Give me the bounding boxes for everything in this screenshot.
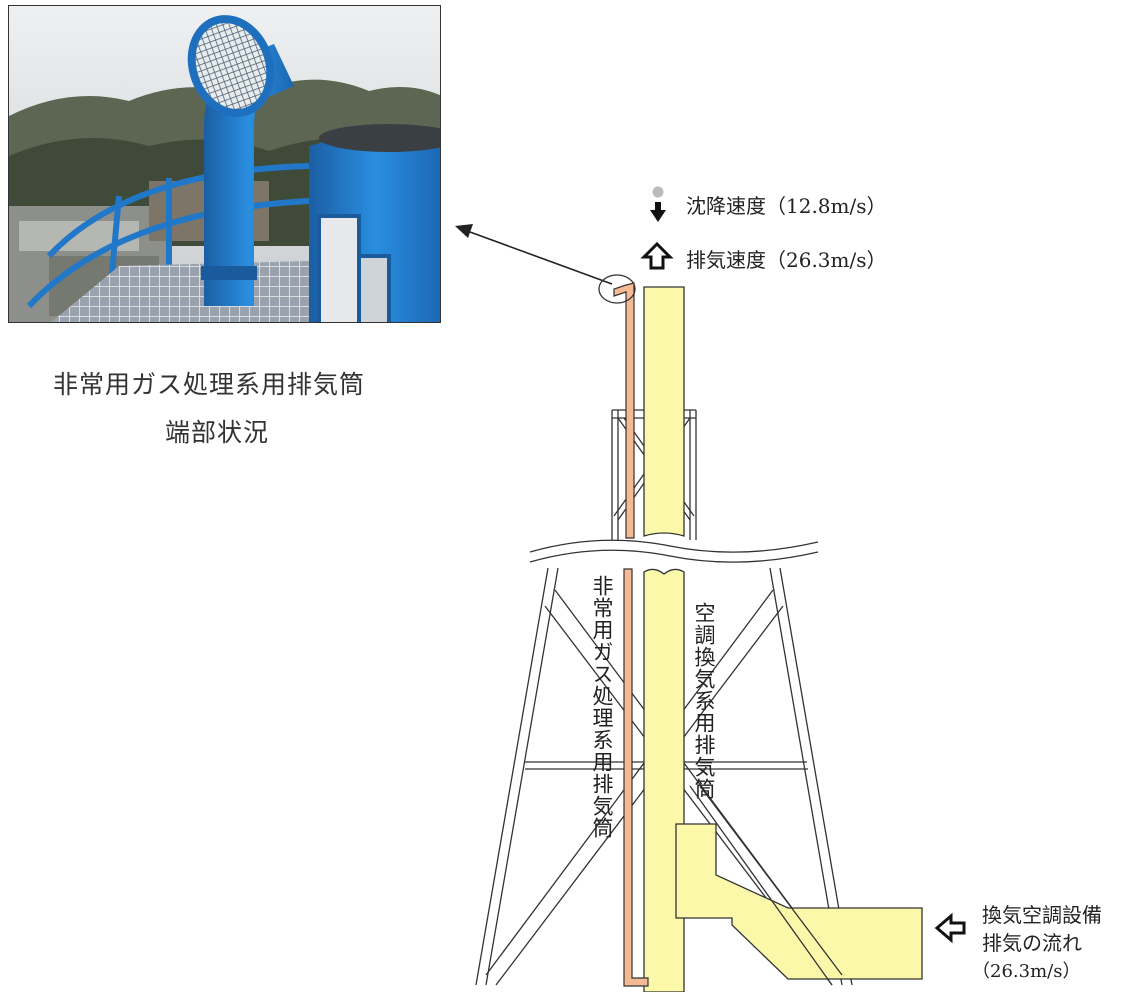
emergency-stack-upper	[613, 282, 635, 539]
arrow-to-photo-icon	[455, 224, 613, 285]
break-lines	[529, 539, 819, 563]
inflow-label-line3: （26.3m/s）	[972, 961, 1081, 982]
settling-particle	[652, 186, 664, 198]
up-arrow-outline-icon	[640, 241, 674, 270]
photo-caption-line2: 端部状況	[165, 418, 270, 447]
stack-end-photo	[8, 5, 441, 323]
lower-tower-frame	[475, 567, 853, 986]
photo-illustration	[9, 6, 440, 322]
hvac-stack-upper	[643, 286, 685, 537]
inflow-duct	[675, 823, 923, 980]
inflow-label-line2: 排気の流れ	[982, 931, 1082, 955]
hvac-stack-lower	[643, 568, 685, 992]
down-arrow-icon	[650, 202, 666, 222]
inflow-label-line1: 換気空調設備	[982, 903, 1102, 927]
settling-velocity-label: 沈降速度（12.8m/s）	[686, 194, 887, 218]
emergency-stack-label: 非常用ガス処理系用排気筒	[590, 575, 614, 839]
exhaust-velocity-label: 排気速度（26.3m/s）	[686, 248, 887, 272]
hvac-stack-label: 空調換気系用排気筒	[692, 602, 716, 800]
photo-caption-line1: 非常用ガス処理系用排気筒	[53, 370, 366, 399]
stack-end-highlight	[598, 274, 636, 304]
emergency-stack-lower	[623, 568, 649, 987]
left-arrow-outline-icon	[934, 912, 966, 944]
upper-tower-frame	[611, 409, 697, 540]
